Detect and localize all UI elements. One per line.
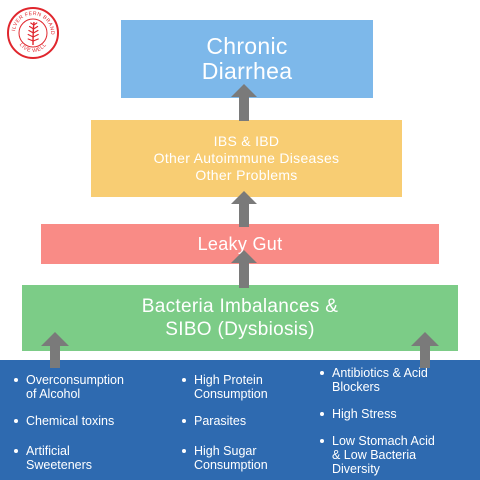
cause-item: Overconsumption of Alcohol (14, 373, 124, 401)
level-bacteria-imbalances: Bacteria Imbalances & SIBO (Dysbiosis) (22, 285, 458, 351)
cause-line: Artificial (26, 444, 70, 458)
level-line: Other Autoimmune Diseases (153, 150, 340, 166)
level-line: SIBO (Dysbiosis) (165, 319, 315, 340)
up-arrow-icon (411, 332, 439, 368)
up-arrow-icon (231, 84, 257, 121)
cause-item: Low Stomach Acid & Low Bacteria Diversit… (320, 434, 435, 476)
cause-line: High Sugar (194, 444, 257, 458)
fern-leaf-icon: SILVER FERN BRAND LIVE WELL (4, 2, 59, 59)
up-arrow-icon (231, 191, 257, 227)
cause-item: High Stress (320, 407, 397, 421)
cause-line: of Alcohol (26, 387, 81, 401)
level-line: Chronic (206, 33, 288, 59)
level-line: Diarrhea (201, 58, 293, 84)
cause-line: High Protein (194, 373, 263, 387)
cause-item: Antibiotics & Acid Blockers (320, 366, 428, 394)
cause-item: High Sugar Consumption (182, 444, 268, 472)
cause-line: Blockers (332, 380, 380, 394)
level-line: Bacteria Imbalances & (141, 296, 339, 317)
cause-line: High Stress (332, 407, 397, 421)
level-line: IBS & IBD (213, 133, 280, 149)
cause-item: Parasites (182, 414, 246, 428)
causes-panel: Overconsumption of Alcohol Chemical toxi… (0, 360, 480, 480)
cause-line: Parasites (194, 414, 247, 428)
up-arrow-icon (41, 332, 69, 368)
level-line: Leaky Gut (197, 233, 283, 254)
cause-line: & Low Bacteria (332, 448, 417, 462)
up-arrow-icon (231, 250, 257, 288)
cause-line: Consumption (194, 387, 268, 401)
level-ibs-ibd: IBS & IBD Other Autoimmune Diseases Othe… (91, 120, 402, 197)
cause-item: Chemical toxins (14, 414, 114, 428)
cause-line: Diversity (332, 462, 380, 476)
level-line: Other Problems (195, 167, 298, 183)
cause-item: High Protein Consumption (182, 373, 268, 401)
cause-line: Antibiotics & Acid (332, 366, 428, 380)
level-chronic-diarrhea: Chronic Diarrhea (121, 20, 373, 98)
cause-line: Overconsumption (26, 373, 124, 387)
cause-line: Sweeteners (26, 458, 93, 472)
cause-line: Low Stomach Acid (332, 434, 435, 448)
cause-line: Consumption (194, 458, 268, 472)
silver-fern-brand-logo: SILVER FERN BRAND LIVE WELL (4, 2, 60, 60)
cause-item: Artificial Sweeteners (14, 444, 92, 472)
cause-line: Chemical toxins (26, 414, 115, 428)
